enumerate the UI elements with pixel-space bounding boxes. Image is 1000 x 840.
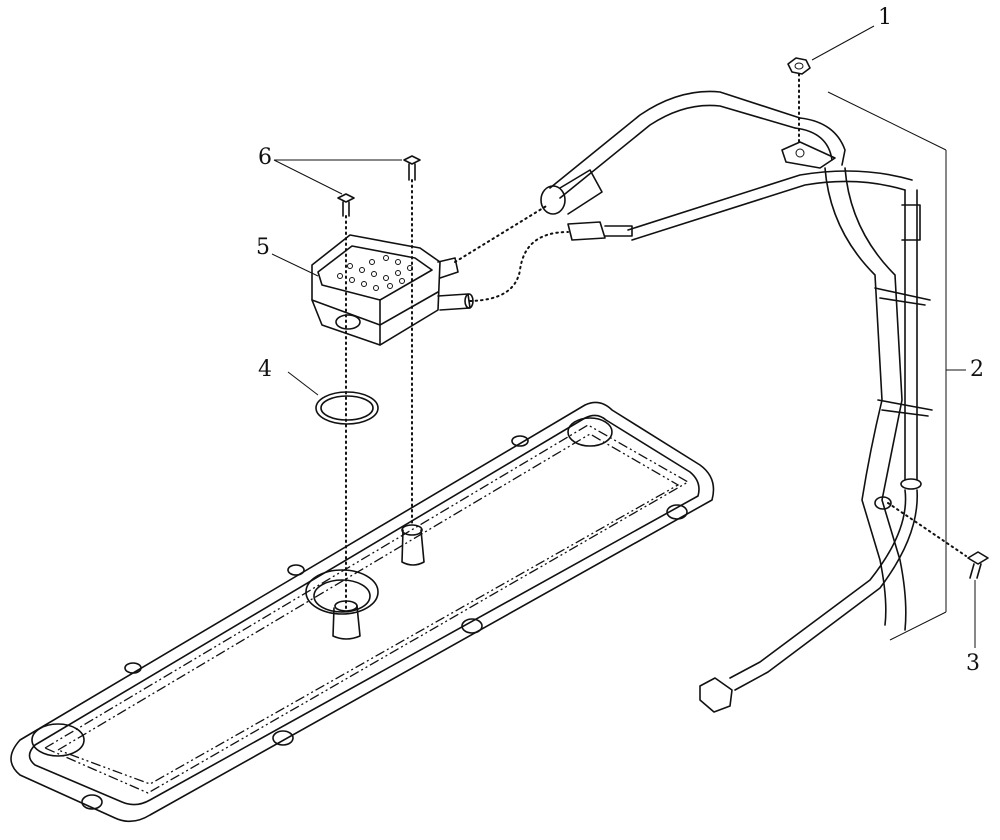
leader-lines [271,25,976,648]
callout-3: 3 [966,651,980,676]
screw-lower [337,193,355,217]
o-ring [315,391,379,425]
screw-upper [403,155,421,181]
callout-6: 6 [258,145,272,170]
valve-cover [10,401,715,823]
hose-assembly [540,90,933,713]
callout-1: 1 [878,5,892,30]
callout-4: 4 [258,357,272,382]
callout-5: 5 [256,235,270,260]
oil-separator [311,234,474,346]
callout-2: 2 [970,357,984,382]
assembly-lines [345,73,967,611]
nut [787,57,811,75]
separator-grid [337,255,413,291]
flange-screw [967,551,989,579]
